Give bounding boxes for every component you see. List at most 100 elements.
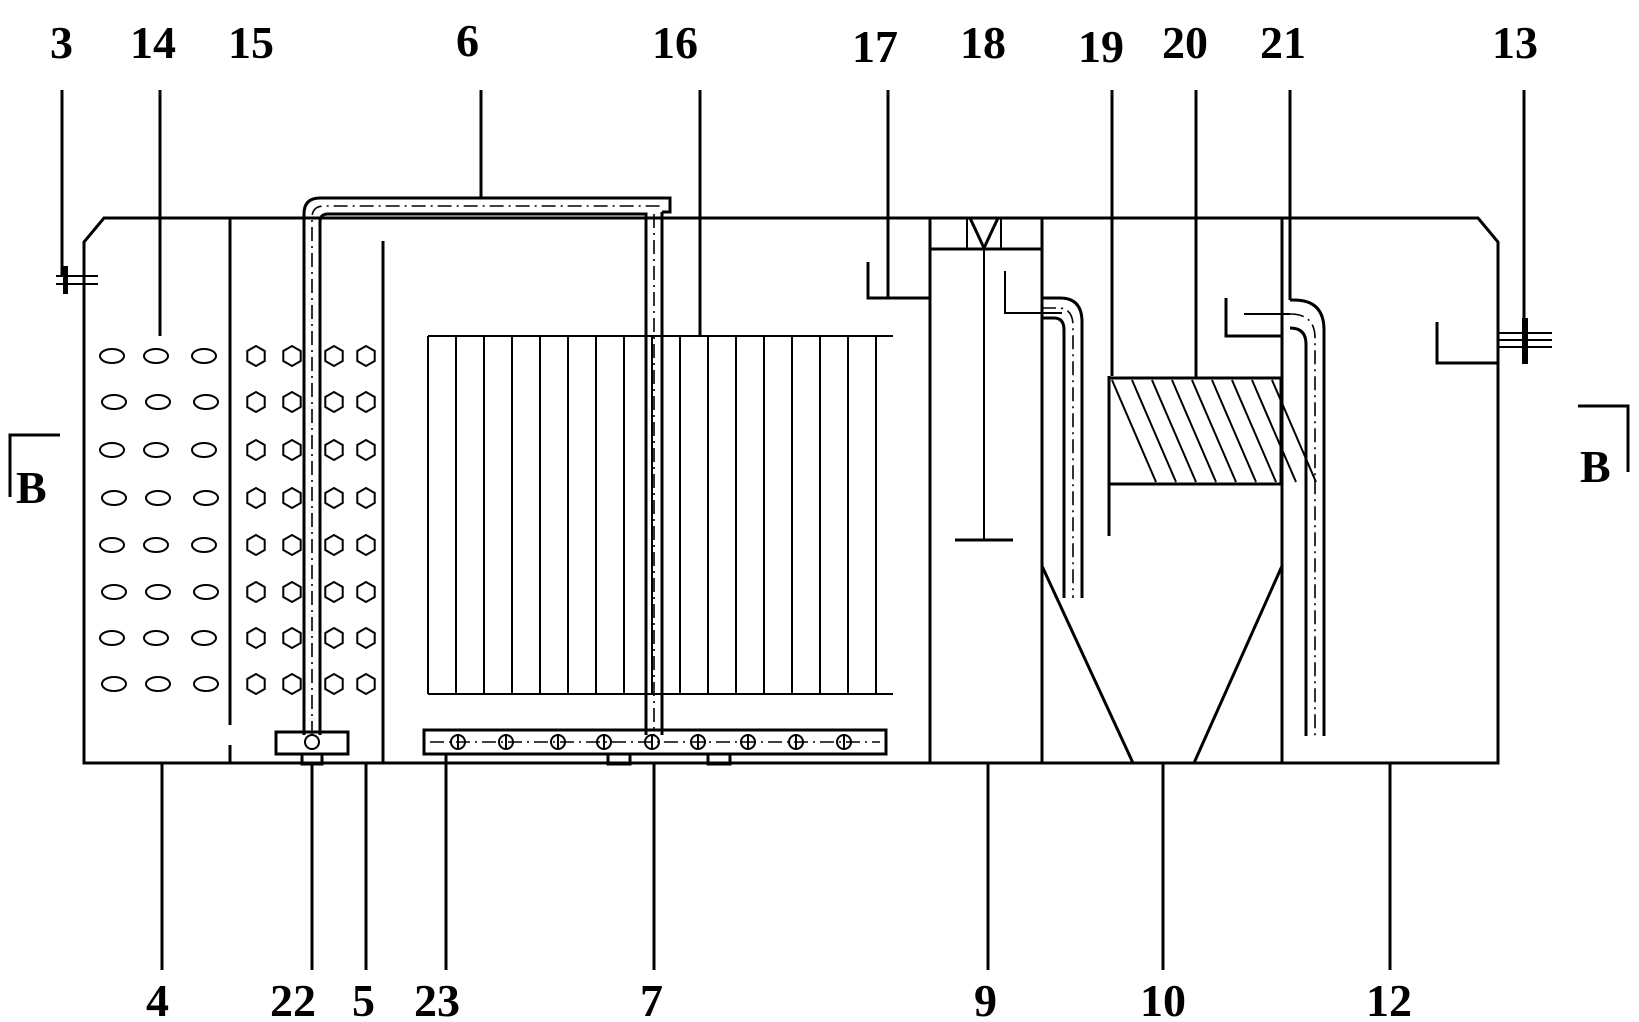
label-7: 7 [640, 975, 663, 1022]
settler-hatch-line [1211, 379, 1257, 483]
tank-outline [82, 216, 1500, 765]
media-ellipse [191, 348, 217, 364]
pipe-10 [1004, 271, 1084, 598]
media-hexagon [282, 626, 302, 650]
label-9: 9 [974, 975, 997, 1022]
tube-settler-20-hatch [1111, 379, 1317, 483]
media-ellipse [193, 676, 219, 692]
media-hexagon [356, 626, 376, 650]
air-pipe-6 [302, 196, 672, 735]
media-ellipse [101, 584, 127, 600]
motor-18-box [966, 217, 1002, 250]
weir-21 [1224, 298, 1282, 338]
media-hexagon [324, 438, 344, 462]
media-ellipse [145, 584, 171, 600]
media-ellipse [101, 676, 127, 692]
media-ellipse [99, 630, 125, 646]
aerator-23 [422, 728, 888, 756]
media-hexagon [246, 344, 266, 368]
media-ellipse [193, 394, 219, 410]
media-ellipse [191, 537, 217, 553]
media-hexagon [246, 438, 266, 462]
media-hexagon [324, 390, 344, 414]
media-hexagon [246, 533, 266, 557]
label-15: 15 [228, 17, 274, 68]
section-mark-right: B [1578, 404, 1630, 492]
label-13: 13 [1492, 17, 1538, 68]
settler-hatch-line [1191, 379, 1237, 483]
motor-18 [967, 216, 1001, 252]
media-ellipse [145, 394, 171, 410]
media-ellipse [101, 394, 127, 410]
section-mark-right-label: B [1580, 441, 1611, 492]
section-mark-left-label: B [16, 462, 47, 513]
media-ellipse [99, 537, 125, 553]
section-mark-left: B [8, 433, 60, 513]
settler-hatch-line [1231, 379, 1277, 483]
leader-lines [60, 90, 1526, 970]
media-hexagon [356, 672, 376, 696]
settler-hatch-line [1171, 379, 1217, 483]
label-5: 5 [352, 975, 375, 1022]
label-16: 16 [652, 17, 698, 68]
media-ellipse [145, 490, 171, 506]
media-hexagon [324, 486, 344, 510]
aerator-nozzles [450, 734, 852, 750]
media-ellipse [191, 442, 217, 458]
weir-17 [866, 262, 930, 300]
label-17: 17 [852, 21, 898, 72]
media-hexagon [246, 390, 266, 414]
filler-media-15 [246, 344, 376, 696]
media-hexagon [282, 390, 302, 414]
media-ellipse [143, 537, 169, 553]
media-hexagon [282, 533, 302, 557]
media-hexagon [282, 344, 302, 368]
media-ellipse [99, 348, 125, 364]
label-4: 4 [146, 975, 169, 1022]
media-hexagon [282, 486, 302, 510]
aerator-22-nozzle [304, 734, 320, 750]
label-21: 21 [1260, 17, 1306, 68]
aerator-foot-2 [706, 752, 732, 766]
media-hexagon [356, 390, 376, 414]
media-ellipse [101, 490, 127, 506]
label-23: 23 [414, 975, 460, 1022]
hopper-10 [1040, 565, 1284, 764]
label-6: 6 [456, 15, 479, 66]
media-ellipse [193, 490, 219, 506]
filler-media-14 [99, 348, 219, 692]
media-ellipse [143, 630, 169, 646]
media-hexagon [246, 626, 266, 650]
settler-hatch-line [1151, 379, 1197, 483]
outlet-pipe-13 [1498, 318, 1552, 364]
label-3: 3 [50, 17, 73, 68]
media-hexagon [246, 486, 266, 510]
media-hexagon [324, 672, 344, 696]
label-22: 22 [270, 975, 316, 1022]
weir-13 [1435, 322, 1498, 365]
media-ellipse [143, 442, 169, 458]
media-ellipse [99, 442, 125, 458]
label-18: 18 [960, 17, 1006, 68]
media-hexagon [324, 533, 344, 557]
media-hexagon [246, 580, 266, 604]
media-hexagon [356, 486, 376, 510]
settler-hatch-line [1111, 379, 1157, 483]
media-hexagon [324, 580, 344, 604]
label-20: 20 [1162, 17, 1208, 68]
media-hexagon [324, 626, 344, 650]
label-12: 12 [1366, 975, 1412, 1022]
settler-hatch-line [1251, 379, 1297, 483]
media-ellipse [191, 630, 217, 646]
membrane-plates-16 [427, 336, 877, 694]
media-ellipse [143, 348, 169, 364]
media-hexagon [282, 672, 302, 696]
media-ellipse [193, 584, 219, 600]
media-hexagon [356, 438, 376, 462]
settler-hatch-line [1131, 379, 1177, 483]
label-10: 10 [1140, 975, 1186, 1022]
settler-hatch-line [1271, 379, 1317, 483]
label-19: 19 [1078, 21, 1124, 72]
